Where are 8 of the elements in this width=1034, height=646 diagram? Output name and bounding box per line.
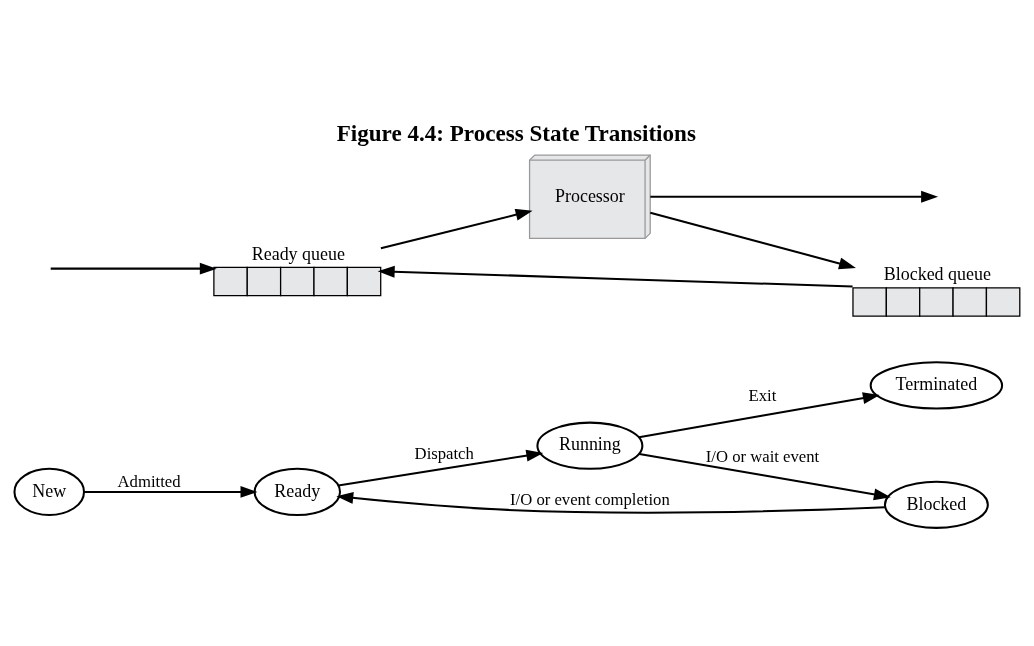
edge-label: I/O or event completion: [510, 489, 670, 509]
node-label: Blocked queue: [883, 263, 991, 284]
edge-label: Exit: [748, 385, 777, 405]
edge-label: I/O or wait event: [705, 446, 820, 466]
edge-label: Admitted: [117, 471, 181, 491]
node-label: Ready queue: [251, 243, 345, 264]
diagram-title: Figure 4.4: Process State Transitions: [336, 119, 696, 146]
edge-label: Dispatch: [414, 443, 474, 463]
